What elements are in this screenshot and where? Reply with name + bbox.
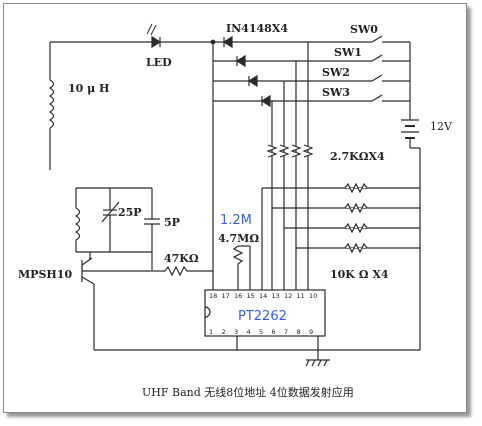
label-led: LED bbox=[146, 56, 172, 69]
chip-pin-label: 17 bbox=[222, 292, 230, 300]
diode-row-3 bbox=[213, 94, 372, 108]
switch-group bbox=[371, 35, 411, 112]
chip-pin-label: 3 bbox=[234, 328, 238, 336]
label-transistor: MPSH10 bbox=[18, 268, 72, 281]
address-resistors bbox=[261, 182, 420, 290]
led-symbol bbox=[151, 35, 162, 49]
chip-pin-label: 8 bbox=[297, 328, 301, 336]
label-sw3: SW3 bbox=[322, 86, 350, 99]
battery-12v bbox=[401, 112, 419, 148]
chip-pin-label: 4 bbox=[247, 328, 251, 336]
chip-notch bbox=[204, 306, 211, 318]
label-sw1: SW1 bbox=[334, 46, 362, 59]
chip-pt2262 bbox=[204, 289, 326, 337]
chip-pin-label: 13 bbox=[272, 292, 280, 300]
label-sw0: SW0 bbox=[350, 23, 378, 36]
label-diodes: IN4148X4 bbox=[226, 22, 288, 35]
chip-pin-label: 2 bbox=[222, 328, 226, 336]
chip-pin-label: 14 bbox=[259, 292, 267, 300]
chip-pin-label: 16 bbox=[234, 292, 242, 300]
inductor-10uh bbox=[48, 79, 55, 129]
label-r12: 1.2M bbox=[220, 213, 252, 228]
resistor-4-7m bbox=[232, 245, 244, 265]
chip-pin-label: 7 bbox=[284, 328, 288, 336]
diode-row-0 bbox=[222, 35, 233, 49]
label-r47: 4.7MΩ bbox=[218, 232, 259, 245]
transistor-mpsh10 bbox=[81, 252, 150, 350]
chip-pin-label: 10 bbox=[309, 292, 317, 300]
led-ray-2 bbox=[150, 24, 157, 36]
ground-symbol bbox=[305, 359, 330, 367]
label-cap5: 5P bbox=[164, 216, 180, 229]
led-ray-1 bbox=[146, 23, 153, 35]
chip-pin-label: 15 bbox=[247, 292, 255, 300]
label-r10k: 10K Ω X4 bbox=[330, 268, 389, 281]
pullup-resistors bbox=[266, 42, 314, 290]
label-pullups: 2.7KΩX4 bbox=[330, 150, 385, 163]
chip-pin-label: 5 bbox=[259, 328, 263, 336]
diode-row-1 bbox=[213, 54, 372, 68]
chip-pin-label: 18 bbox=[209, 292, 217, 300]
chip-pin-label: 12 bbox=[284, 292, 292, 300]
figure-caption: UHF Band 无线8位地址 4位数据发射应用 bbox=[142, 385, 354, 399]
chip-pin-label: 6 bbox=[272, 328, 276, 336]
chip-pin-label: 11 bbox=[297, 292, 305, 300]
label-r47k: 47KΩ bbox=[164, 252, 199, 265]
chip-pin-label: 1 bbox=[209, 328, 213, 336]
label-cap25: 25P bbox=[118, 206, 142, 219]
diode-row-2 bbox=[213, 74, 372, 88]
label-battery: 12V bbox=[430, 120, 453, 133]
chip-pin-label: 9 bbox=[309, 328, 313, 336]
chip-pins-top: 18 17 16 15 14 13 12 11 10 bbox=[209, 292, 317, 300]
label-inductor: 10 μ H bbox=[68, 82, 109, 95]
tank-circuit bbox=[74, 187, 160, 270]
label-sw2: SW2 bbox=[322, 66, 350, 79]
resistor-47k bbox=[164, 265, 188, 277]
label-chip: PT2262 bbox=[238, 309, 287, 324]
